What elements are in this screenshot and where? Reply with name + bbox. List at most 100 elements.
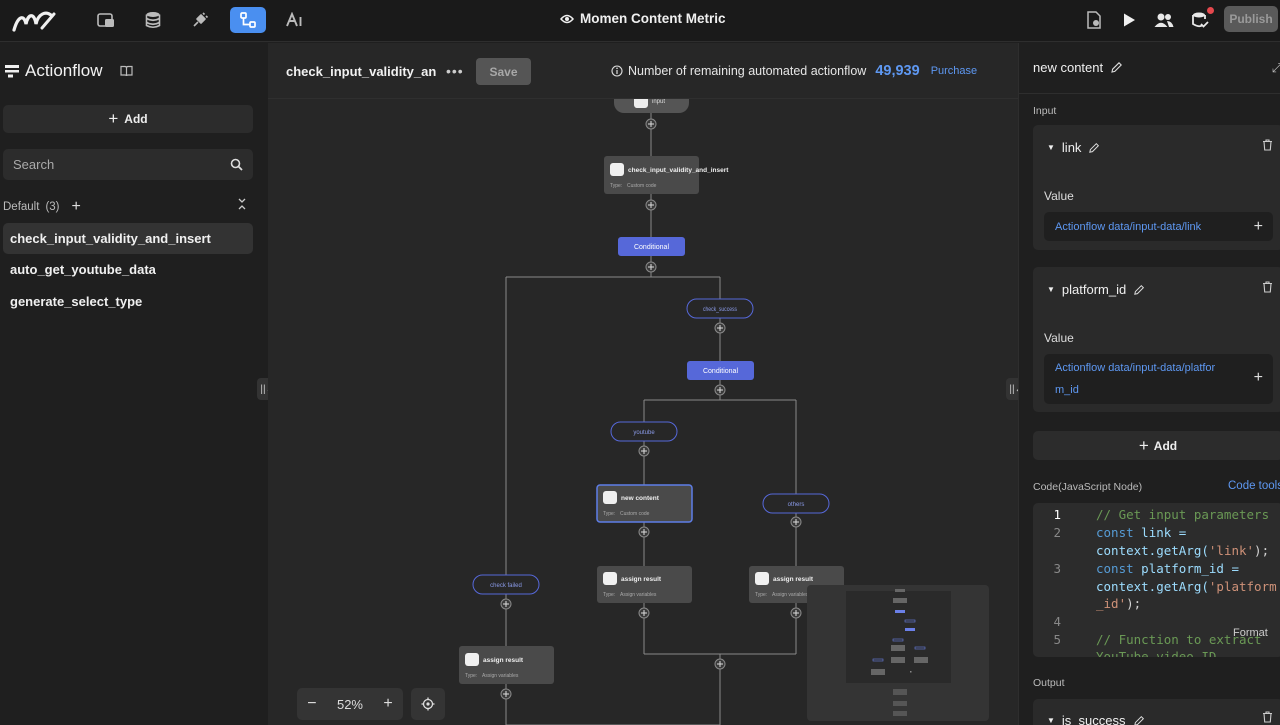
add-node-plus-icon[interactable]: [638, 607, 650, 619]
pages-icon[interactable]: [88, 7, 124, 33]
line-number: 4: [1053, 614, 1061, 629]
node-conditional-2[interactable]: Conditional: [687, 361, 754, 380]
node-type-label: Type:: [603, 511, 615, 517]
caret-down-icon[interactable]: ▼: [1047, 143, 1055, 152]
database-icon[interactable]: [135, 7, 171, 33]
param-name: platform_id: [1061, 282, 1127, 297]
caret-down-icon[interactable]: ▼: [1047, 285, 1055, 294]
branch-others[interactable]: others: [762, 493, 830, 514]
plus-icon[interactable]: +: [1253, 217, 1263, 235]
add-node-plus-icon[interactable]: [790, 607, 802, 619]
add-input-button[interactable]: + Add: [1033, 431, 1280, 460]
line-number: 2: [1053, 525, 1061, 540]
top-bar: Momen Content Metric Publish: [0, 0, 1280, 42]
sidebar-item-auto-get-youtube[interactable]: auto_get_youtube_data: [3, 254, 253, 285]
preview-play-icon[interactable]: [1111, 7, 1147, 33]
edit-pencil-icon[interactable]: [1133, 715, 1145, 725]
param-value-platform-id[interactable]: Actionflow data/input-data/platfor m_id …: [1044, 354, 1273, 404]
caret-down-icon[interactable]: ▼: [1047, 716, 1055, 725]
node-assign-result-title: assign result: [621, 576, 662, 583]
add-node-plus-icon[interactable]: [500, 598, 512, 610]
trash-icon[interactable]: [1262, 281, 1273, 293]
search-input[interactable]: [13, 157, 213, 172]
code-editor[interactable]: 1 // Get input parameters 2 const link =…: [1033, 503, 1280, 657]
minimap[interactable]: [807, 585, 989, 721]
code-text: );: [1254, 543, 1270, 558]
format-button[interactable]: Format: [1233, 627, 1268, 639]
add-node-plus-icon[interactable]: [714, 658, 726, 670]
zoom-in-button[interactable]: +: [383, 695, 393, 712]
add-node-plus-icon[interactable]: [638, 445, 650, 457]
node-assign-result-3[interactable]: assign result Type: Assign variables: [459, 646, 554, 684]
users-icon[interactable]: [1146, 7, 1182, 33]
edit-pencil-icon[interactable]: [1088, 142, 1100, 154]
add-node-plus-icon[interactable]: [645, 261, 657, 273]
file-settings-icon[interactable]: [1076, 7, 1112, 33]
node-new-content-title: new content: [621, 495, 660, 502]
add-node-plus-icon[interactable]: [645, 199, 657, 211]
param-value-text: Actionflow data/input-data/platfor: [1055, 362, 1216, 374]
zoom-out-button[interactable]: −: [307, 695, 317, 712]
ai-icon[interactable]: [277, 7, 313, 33]
plus-icon[interactable]: +: [1253, 369, 1263, 386]
param-header[interactable]: ▼ platform_id: [1047, 282, 1145, 297]
branch-check-failed-title: check failed: [490, 583, 522, 589]
flow-canvas[interactable]: input check_input_validity_and_insert Ty…: [268, 43, 1018, 725]
edit-pencil-icon[interactable]: [1110, 61, 1123, 74]
node-assign-result-title: assign result: [773, 576, 814, 583]
actionflow-list-icon: [5, 65, 19, 78]
collapse-group-icon[interactable]: [237, 198, 247, 210]
add-node-plus-icon[interactable]: [500, 688, 512, 700]
sidebar-item-check-input[interactable]: check_input_validity_and_insert: [3, 223, 253, 254]
param-card-platform-id: ▼ platform_id Value Actionflow data/inpu…: [1033, 267, 1280, 412]
save-button[interactable]: Save: [476, 58, 531, 85]
add-actionflow-button[interactable]: + Add: [3, 105, 253, 133]
edit-pencil-icon[interactable]: [1133, 284, 1145, 296]
add-node-plus-icon[interactable]: [714, 384, 726, 396]
node-check-input[interactable]: check_input_validity_and_insert Type: Cu…: [604, 156, 729, 194]
plugin-icon[interactable]: [182, 7, 218, 33]
expand-panel-icon[interactable]: ⤢: [1272, 60, 1280, 76]
book-docs-icon[interactable]: [120, 65, 134, 77]
search-icon[interactable]: [230, 158, 243, 171]
add-group-item-icon[interactable]: +: [71, 198, 81, 215]
search-box: [3, 149, 253, 180]
param-header[interactable]: ▼ is_success: [1047, 713, 1145, 725]
trash-icon[interactable]: [1262, 711, 1273, 723]
line-number: 1: [1053, 507, 1061, 522]
zoom-level: 52%: [336, 696, 363, 712]
actionflow-tab-icon[interactable]: [230, 7, 266, 33]
branch-youtube[interactable]: youtube: [610, 421, 678, 442]
param-header[interactable]: ▼ link: [1047, 140, 1100, 155]
group-default[interactable]: Default (3) +: [3, 198, 253, 216]
momen-logo-icon[interactable]: [12, 8, 56, 34]
add-node-plus-icon[interactable]: [714, 322, 726, 334]
sidebar-item-generate-select[interactable]: generate_select_type: [3, 286, 253, 317]
code-line: 2 const link =: [1033, 525, 1280, 540]
add-node-plus-icon[interactable]: [645, 118, 657, 130]
panel-title-text: new content: [1033, 60, 1104, 75]
flow-graph: input check_input_validity_and_insert Ty…: [459, 89, 844, 725]
sidebar-item-label: check_input_validity_and_insert: [10, 231, 211, 246]
add-node-plus-icon[interactable]: [790, 516, 802, 528]
node-conditional-1[interactable]: Conditional: [618, 237, 685, 256]
code-line: 3 const platform_id =: [1033, 561, 1280, 576]
node-type-value: Assign variables: [620, 592, 657, 598]
data-deploy-icon[interactable]: [1182, 7, 1218, 33]
trash-icon[interactable]: [1262, 139, 1273, 151]
more-options-icon[interactable]: •••: [446, 63, 464, 79]
publish-button[interactable]: Publish: [1224, 6, 1278, 32]
code-tools-link[interactable]: Code tools: [1228, 480, 1280, 492]
node-assign-result-1[interactable]: assign result Type: Assign variables: [597, 566, 692, 603]
locate-button[interactable]: [411, 688, 445, 720]
crosshair-icon: [421, 697, 435, 711]
code-text: context.getArg(: [1096, 579, 1209, 594]
add-node-plus-icon[interactable]: [638, 526, 650, 538]
code-text: );: [1126, 596, 1142, 611]
branch-check-failed[interactable]: check failed: [472, 574, 540, 595]
branch-check-success[interactable]: check_success: [686, 298, 754, 319]
param-value-link[interactable]: Actionflow data/input-data/link +: [1044, 212, 1273, 241]
purchase-link[interactable]: Purchase: [930, 65, 978, 77]
node-new-content[interactable]: new content Type: Custom code: [596, 484, 693, 523]
flow-name[interactable]: check_input_validity_and_insert: [286, 64, 436, 79]
